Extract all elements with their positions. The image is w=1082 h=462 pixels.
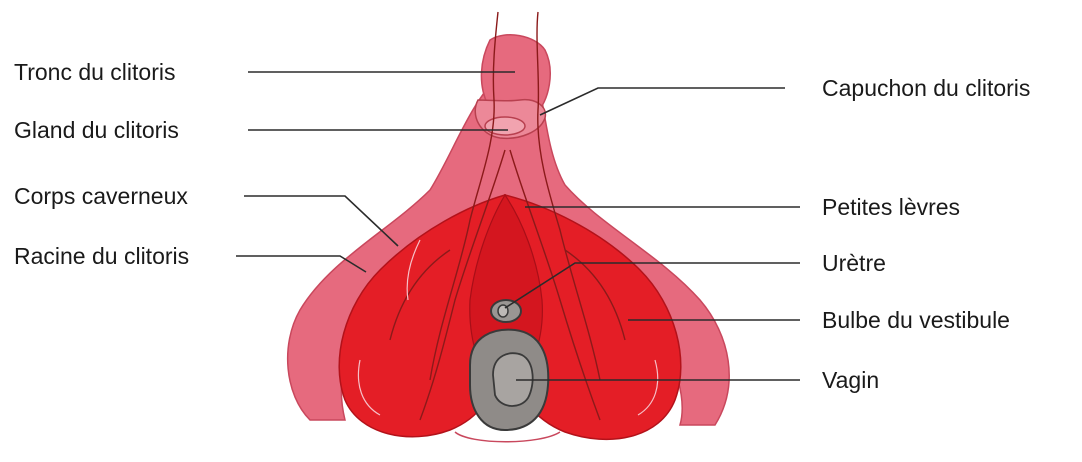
label-bulbe: Bulbe du vestibule: [822, 307, 1010, 333]
label-capuchon: Capuchon du clitoris: [822, 75, 1030, 101]
label-petites-levres: Petites lèvres: [822, 194, 960, 220]
anatomy-illustration: [288, 12, 730, 442]
label-racine: Racine du clitoris: [14, 243, 189, 269]
leader-capuchon: [540, 88, 785, 115]
vestibule-base: [455, 432, 560, 442]
label-uretre: Urètre: [822, 250, 886, 276]
label-gland: Gland du clitoris: [14, 117, 179, 143]
label-vagin: Vagin: [822, 367, 879, 393]
label-tronc: Tronc du clitoris: [14, 59, 175, 85]
gland-shape: [485, 117, 525, 135]
label-corps-caverneux: Corps caverneux: [14, 183, 188, 209]
